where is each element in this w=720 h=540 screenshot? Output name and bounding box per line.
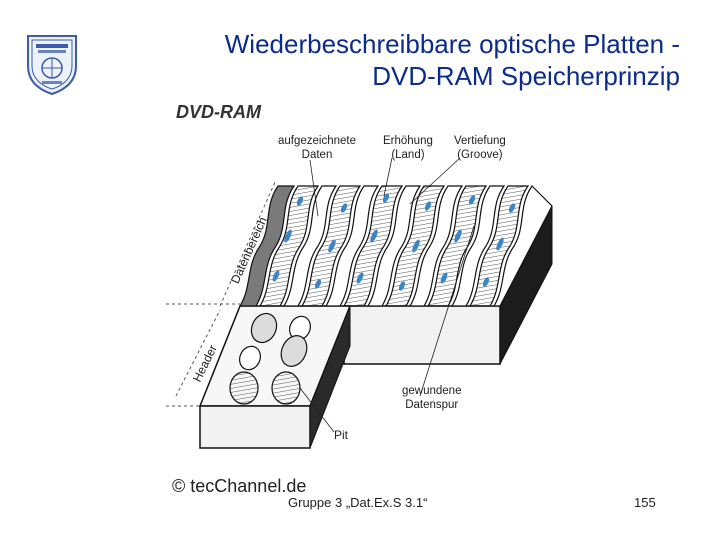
ridge-5 (324, 185, 380, 307)
university-seal-logo (27, 35, 77, 96)
label-winding-track: gewundene Datenspur (402, 384, 461, 412)
label-groove-line-1: Vertiefung (454, 135, 506, 147)
ridge-11 (450, 185, 506, 307)
footer-group: Gruppe 3 „Dat.Ex.S 3.1“ (288, 495, 428, 510)
label-recorded-data-line-2: Daten (301, 149, 333, 161)
copyright-text: © tecChannel.de (172, 476, 307, 496)
label-recorded-data-line-1: aufgezeichnete (278, 135, 357, 147)
dvd-ram-diagram (166, 157, 553, 449)
ridge-13 (492, 185, 553, 307)
slide-title-line-2: DVD-RAM Speicherprinzip (372, 61, 680, 91)
recorded-data-marks (272, 193, 516, 291)
label-groove: Vertiefung (Groove) (454, 134, 506, 162)
page-number: 155 (634, 495, 656, 510)
label-winding-track-line-2: Datenspur (405, 399, 459, 411)
header-block-side (309, 305, 351, 449)
ridge-3 (282, 185, 338, 307)
leader-lines (299, 157, 475, 433)
label-recorded-data: aufgezeichnete Daten (278, 134, 356, 162)
slide-title: Wiederbeschreibbare optische Platten - D… (120, 28, 680, 92)
ridge-7 (366, 185, 422, 307)
label-land: Erhöhung (Land) (383, 134, 433, 162)
data-block-front (343, 305, 501, 365)
ridges (238, 185, 553, 307)
dimension-lines (166, 179, 277, 407)
slide-title-line-1: Wiederbeschreibbare optische Platten - (224, 29, 680, 59)
label-land-line-2: (Land) (391, 149, 425, 161)
label-groove-line-2: (Groove) (457, 149, 503, 161)
header-block-front (199, 405, 311, 449)
figure-heading: DVD-RAM (176, 102, 261, 122)
label-land-line-1: Erhöhung (383, 135, 433, 147)
ridge-9 (408, 185, 464, 307)
label-pit: Pit (334, 428, 349, 442)
header-pits (229, 312, 311, 405)
ridge-1 (238, 185, 296, 307)
label-winding-track-line-1: gewundene (402, 385, 462, 397)
